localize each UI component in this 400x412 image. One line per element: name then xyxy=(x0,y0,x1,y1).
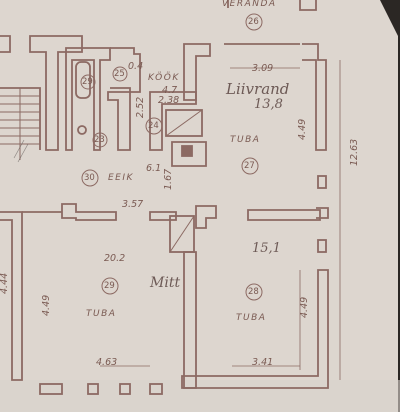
dimension-0-4: 0.4 xyxy=(128,61,144,72)
room-number-24: 24 xyxy=(148,121,159,131)
dimension-12-63: 12.63 xyxy=(349,138,360,166)
room-label-veranda: VERANDA xyxy=(222,0,277,9)
room-number-29: 29 xyxy=(104,281,115,291)
dimension-4-63: 4.63 xyxy=(96,357,118,368)
room-number-23: 23 xyxy=(94,135,105,145)
room-number-27: 27 xyxy=(244,161,255,171)
dimension-4-49-left: 4.49 xyxy=(41,294,52,316)
room-number-25: 25 xyxy=(114,69,125,79)
dimension-3-09: 3.09 xyxy=(252,63,274,74)
dimension-4-49-lower: 4.49 xyxy=(299,296,310,318)
handwritten-area-15-1: 15,1 xyxy=(252,241,281,256)
room-number-28: 28 xyxy=(248,287,259,297)
dimension-20-2: 20.2 xyxy=(104,253,126,264)
room-label-tuba-27: TUBA xyxy=(230,135,261,145)
handwritten-room-name: Liivrand xyxy=(226,80,290,98)
dimension-1-67: 1.67 xyxy=(163,168,174,190)
handwritten-mitt: Mitt xyxy=(150,275,181,291)
dimension-4-49-right: 4.49 xyxy=(297,118,308,140)
dimension-6-1: 6.1 xyxy=(146,163,162,174)
dimension-4-44: 4.44 xyxy=(0,272,10,294)
handwritten-area-13-8: 13,8 xyxy=(254,97,283,112)
room-number-29-small: 29 xyxy=(82,77,93,87)
room-label-eeik: EEIK xyxy=(108,173,134,183)
dimension-4-7: 4.7 xyxy=(162,85,178,96)
room-number-26: 26 xyxy=(248,17,259,27)
room-label-tuba-28: TUBA xyxy=(236,313,267,323)
room-label-kook: KÖÖK xyxy=(148,73,180,83)
dimension-2-52: 2.52 xyxy=(135,96,146,118)
room-label-tuba-29: TUBA xyxy=(86,309,117,319)
room-number-30: 30 xyxy=(84,173,95,183)
dimension-3-41: 3.41 xyxy=(252,357,274,368)
dimension-3-57: 3.57 xyxy=(122,199,144,210)
dimension-2-38: 2.38 xyxy=(158,95,180,106)
